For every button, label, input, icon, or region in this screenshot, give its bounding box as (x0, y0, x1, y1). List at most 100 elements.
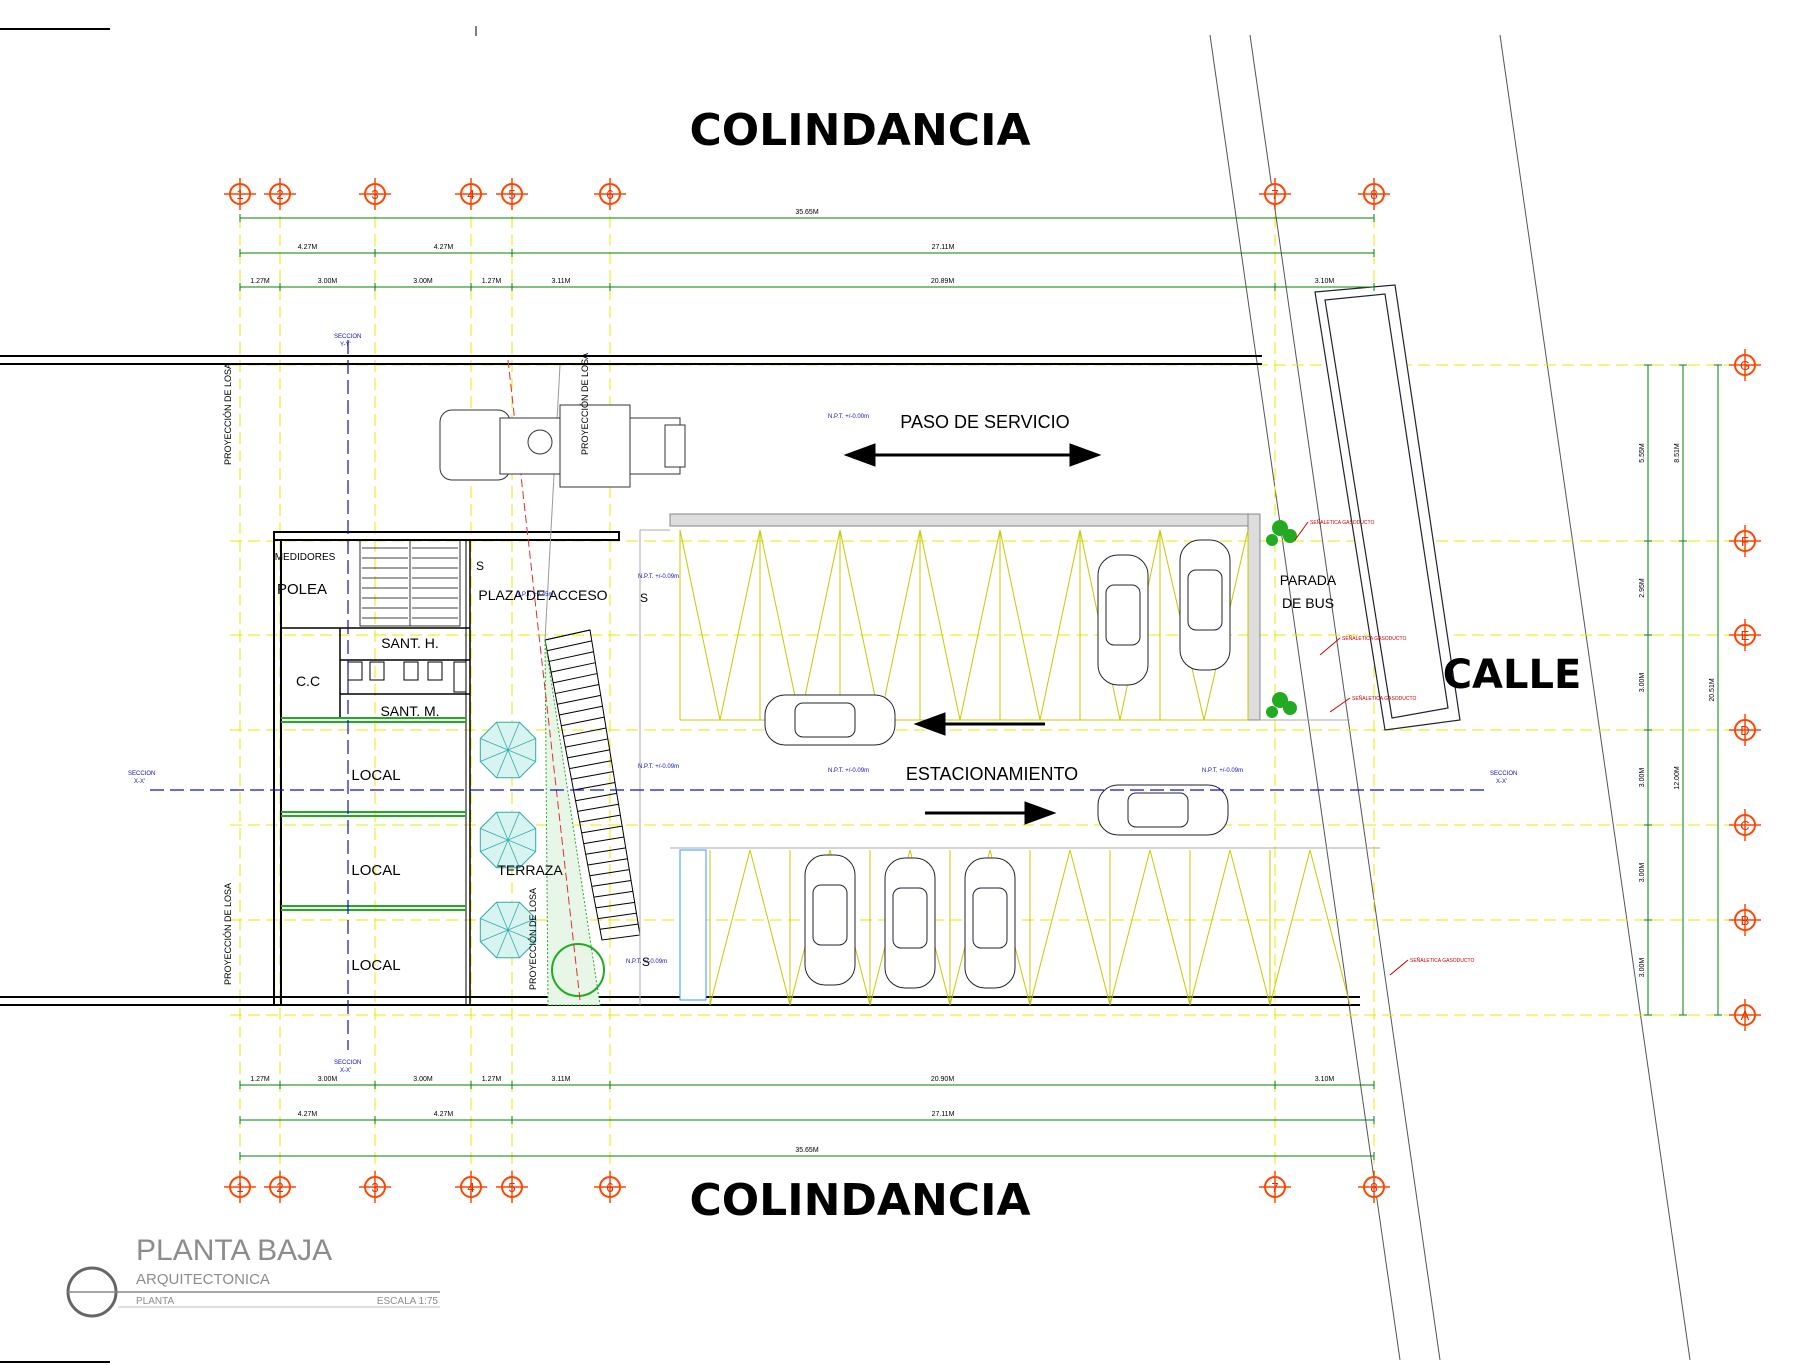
label-seccion-yy-top: SECCION (334, 334, 361, 340)
umbrella-icon (479, 901, 537, 959)
label-seccion-yy-top-code: Y-Y' (340, 342, 351, 348)
axis-bubble: 2 (264, 178, 296, 210)
dimension-label: 12.00M (1674, 766, 1681, 790)
svg-text:G: G (1740, 358, 1750, 373)
label-local-3: LOCAL (351, 957, 400, 974)
label-colindancia-top: COLINDANCIA (689, 105, 1030, 156)
dimension-label: 20.90M (931, 1076, 955, 1083)
bus-icon (1314, 284, 1461, 731)
dimension-label: 1.27M (250, 278, 270, 285)
car-icon (1097, 554, 1149, 686)
dimension-label: 3.00M (413, 278, 433, 285)
svg-text:6: 6 (606, 187, 613, 202)
label-s-3: S (642, 955, 650, 969)
svg-text:4: 4 (467, 187, 474, 202)
dimension-label: 3.11M (552, 278, 571, 285)
dimension-label: 27.11M (932, 244, 955, 251)
svg-text:F: F (1741, 534, 1749, 549)
dimension-label: 3.11M (552, 1076, 571, 1083)
axis-bubble: 4 (455, 178, 487, 210)
svg-text:5: 5 (508, 1180, 515, 1195)
axis-bubble: A (1729, 999, 1761, 1031)
svg-text:7: 7 (1271, 1180, 1278, 1195)
terrace-umbrellas (479, 721, 537, 959)
dimension-label: 2.95M (1639, 578, 1646, 598)
label-seccion-xx-right: SECCION (1490, 771, 1517, 777)
axis-bubble: F (1729, 525, 1761, 557)
dimension-label: 3.00M (1639, 863, 1646, 883)
dimension-label: 3.00M (1639, 768, 1646, 788)
car-icon (964, 857, 1016, 989)
toilet-fixtures (347, 661, 467, 693)
svg-text:2: 2 (276, 187, 283, 202)
label-seccion-xx-right-code: X-X' (1496, 779, 1507, 785)
svg-text:2: 2 (276, 1180, 283, 1195)
svg-text:1: 1 (236, 187, 243, 202)
label-npt-6: N.P.T. +/-0.09m (1202, 768, 1243, 774)
dimension-label: 3.10M (1315, 278, 1335, 285)
axis-bubble: 3 (359, 1171, 391, 1203)
svg-text:3: 3 (371, 1180, 378, 1195)
dimension-label: 4.27M (434, 244, 454, 251)
svg-text:D: D (1740, 723, 1749, 738)
stairs (359, 539, 461, 627)
dimension-label: 1.27M (482, 1076, 502, 1083)
umbrella-icon (479, 811, 537, 869)
title-escala: ESCALA 1:75 (377, 1296, 439, 1307)
window-lines (281, 717, 466, 911)
label-proyeccion-losa-1: PROYECCIÓN DE LOSA (223, 363, 233, 465)
svg-text:5: 5 (508, 187, 515, 202)
svg-text:7: 7 (1271, 187, 1278, 202)
dimension-label: 1.27M (482, 278, 502, 285)
dimension-lines: 35.65M 4.27M 4.27M 27.11M 1.27M 3.00M 3.00M 1.2… (239, 209, 1722, 1160)
label-cc: C.C (296, 673, 320, 689)
svg-text:B: B (1741, 913, 1750, 928)
label-paso-servicio: PASO DE SERVICIO (900, 412, 1069, 432)
label-npt-7: N.P.T. +/-0.09m (626, 959, 667, 965)
label-de-bus: DE BUS (1282, 595, 1334, 611)
dimension-label: 5.55M (1639, 443, 1646, 463)
axis-bubble: 5 (496, 178, 528, 210)
title-block: PLANTA BAJA ARQUITECTONICA PLANTA ESCALA… (66, 1234, 440, 1318)
label-npt-2: N.P.T. +0.45m (516, 592, 553, 598)
label-proyeccion-losa-3: PROYECCIÓN DE LOSA (580, 353, 590, 455)
svg-text:1: 1 (236, 1180, 243, 1195)
title-planta-baja: PLANTA BAJA (136, 1234, 332, 1267)
svg-text:A: A (1741, 1008, 1750, 1023)
car-icon (1179, 539, 1231, 671)
label-npt-3: N.P.T. +/-0.09m (638, 574, 679, 580)
dimension-label: 35.65M (795, 1147, 819, 1154)
dimension-label: 3.00M (413, 1076, 433, 1083)
axis-bubble: 4 (455, 1171, 487, 1203)
label-local-2: LOCAL (351, 862, 400, 879)
svg-text:8: 8 (1370, 1180, 1377, 1195)
axis-bubble: 6 (594, 178, 626, 210)
label-colindancia-bottom: COLINDANCIA (689, 1175, 1030, 1226)
dimension-label: 3.00M (318, 278, 338, 285)
axis-bubble: 7 (1259, 178, 1291, 210)
car-icon (804, 854, 856, 986)
label-terraza: TERRAZA (497, 862, 563, 878)
label-parada: PARADA (1280, 572, 1337, 588)
label-sant-m: SANT. M. (380, 703, 439, 719)
label-seccion-xx-left: SECCION (128, 771, 155, 777)
axis-bubble: G (1729, 349, 1761, 381)
label-seccion-yy-bottom: SECCION (334, 1060, 361, 1066)
axis-bubble: 7 (1259, 1171, 1291, 1203)
parked-cars (764, 539, 1231, 989)
label-polea: POLEA (277, 581, 327, 598)
parking-area (639, 513, 1380, 1005)
axis-bubble: C (1729, 809, 1761, 841)
title-arquitectonica: ARQUITECTONICA (136, 1271, 270, 1288)
label-npt-1: N.P.T. +/-0.00m (828, 414, 869, 420)
label-senaletica-1: SEÑALETICA GASODUCTO (1310, 519, 1374, 526)
label-calle: CALLE (1443, 652, 1582, 698)
boundary-walls (0, 355, 1360, 1006)
label-proyeccion-losa-4: PROYECCIÓN DE LOSA (528, 888, 538, 990)
svg-text:C: C (1740, 818, 1749, 833)
dimension-label: 4.27M (434, 1111, 454, 1118)
svg-text:8: 8 (1370, 187, 1377, 202)
label-s-2: S (640, 591, 648, 605)
axis-bubble: 2 (264, 1171, 296, 1203)
